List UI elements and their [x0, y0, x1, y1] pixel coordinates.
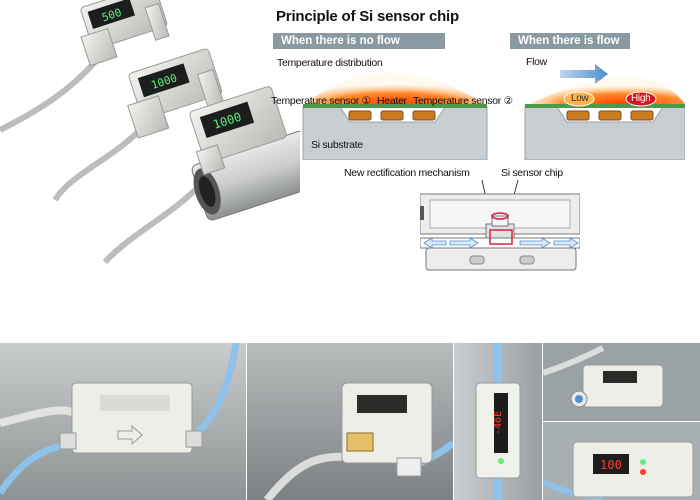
banner-no-flow: When there is no flow — [273, 33, 445, 49]
temp-sensor-1-pad — [348, 110, 372, 121]
photo-sensor-connector — [247, 343, 453, 500]
rectification-marker — [489, 229, 513, 245]
temperature-distribution-label: Temperature distribution — [277, 57, 383, 69]
banner-flow: When there is flow — [510, 33, 630, 49]
high-marker — [625, 91, 657, 107]
rectification-mechanism-drawing — [418, 179, 581, 275]
temperature-sensor-2-label: Temperature sensor ② — [413, 95, 513, 107]
flow-arrows — [423, 237, 579, 249]
rectification-mechanism-label: New rectification mechanism — [344, 167, 470, 179]
si-sensor-chip-label: Si sensor chip — [501, 167, 563, 179]
photo-sensor-display-closeup: 100 — [543, 422, 700, 500]
cable-2 — [52, 127, 143, 202]
heat-distribution-left — [305, 73, 485, 104]
si-substrate-label: Si substrate — [311, 139, 363, 151]
flow-sensor-medium: 1000 — [127, 48, 225, 139]
cable-3 — [102, 187, 198, 265]
display-small: 100 — [600, 458, 622, 472]
temp-sensor-2-pad — [412, 110, 436, 121]
si-sensor-diagram — [265, 52, 686, 161]
display-vertical: -46E — [493, 411, 504, 435]
heater-label: Heater — [377, 95, 407, 107]
flow-sensor-product-photo: 500 1000 1000 — [0, 0, 320, 265]
flow-sensor-large: 1000 — [189, 86, 320, 221]
heat-distribution-right — [530, 77, 685, 104]
cable-1 — [0, 60, 98, 133]
display-1: 500 — [100, 6, 123, 25]
flow-arrow — [560, 64, 608, 84]
photo-inline-sensor-blue-tubes — [0, 343, 246, 500]
flow-label: Flow — [526, 56, 547, 68]
low-label: Low — [571, 93, 589, 104]
photo-sensor-fitting — [543, 343, 700, 421]
temperature-sensor-1-label: Temperature sensor ① — [271, 95, 371, 107]
heater-pad — [380, 110, 404, 121]
flow-sensor-small: 500 — [80, 0, 170, 67]
si-chip-marker — [491, 212, 509, 220]
photo-vertical-sensor: -46E — [454, 343, 542, 500]
diagram-title: Principle of Si sensor chip — [276, 8, 459, 25]
low-marker — [563, 91, 595, 107]
high-label: High — [631, 93, 651, 104]
